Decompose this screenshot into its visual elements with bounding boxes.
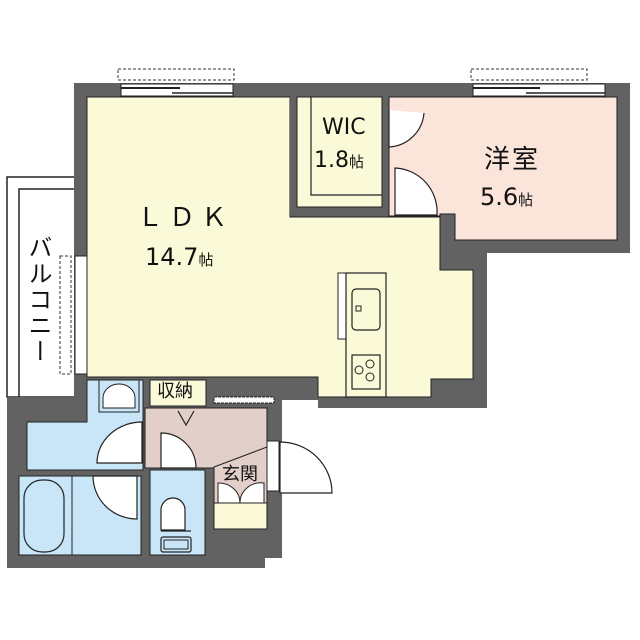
window-western [470, 68, 606, 97]
wic-size-value: 1.8 [314, 148, 349, 173]
western-room-name-label: 洋室 [484, 145, 541, 175]
ldk-size-value: 14.7 [145, 243, 199, 271]
wic-size-label: 1.8帖 [314, 150, 364, 172]
balcony [6, 176, 76, 398]
ldk-size-label: 14.7帖 [145, 245, 213, 269]
entrance-label: 玄関 [222, 464, 258, 485]
western-room-size-value: 5.6 [480, 183, 519, 211]
window-ldk [117, 68, 235, 97]
kitchen-counter [337, 272, 387, 398]
balcony-label: バルコニー [24, 235, 52, 365]
western-room-size-unit: 帖 [518, 191, 534, 209]
storage-label: 収納 [157, 381, 193, 402]
western-room-floor [388, 96, 618, 241]
storage [149, 379, 207, 407]
wic-name-label: WIC [322, 115, 366, 140]
wic-size-unit: 帖 [349, 153, 365, 171]
ldk-name-label: ＬＤＫ [137, 203, 234, 233]
ldk-size-unit: 帖 [198, 251, 214, 269]
western-room-size-label: 5.6帖 [480, 185, 533, 209]
